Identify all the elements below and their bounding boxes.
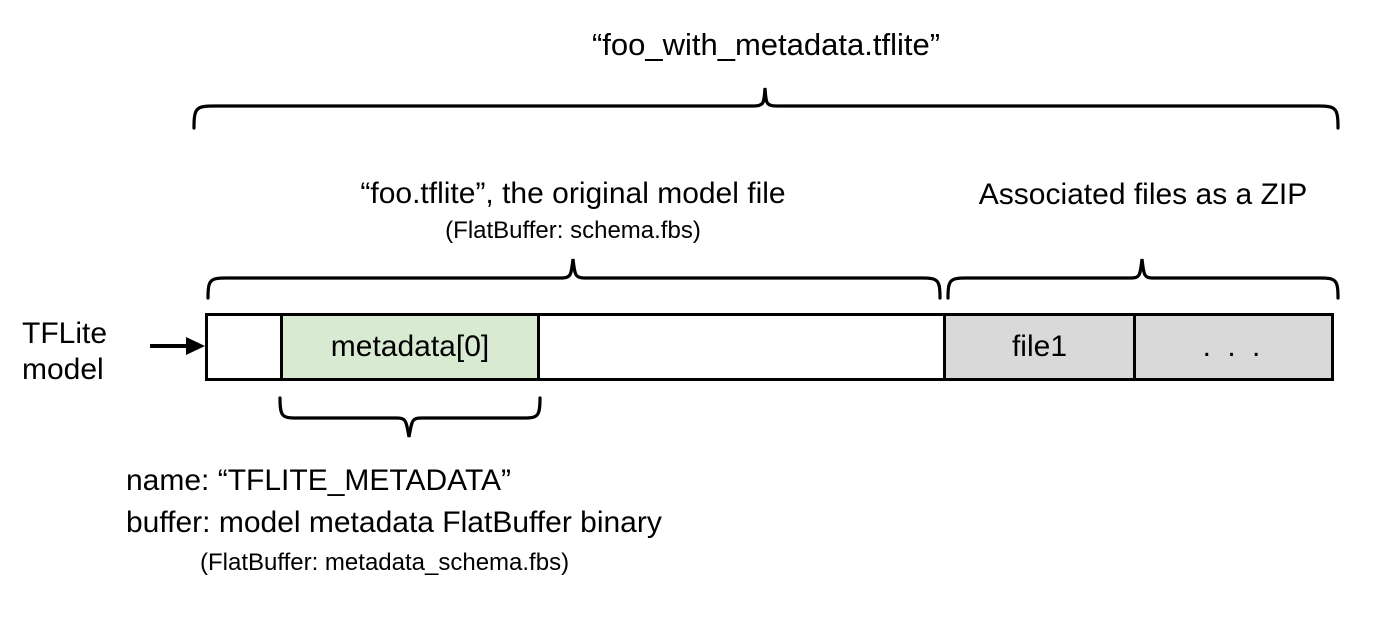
tflite-model-label-line2: model <box>22 353 104 386</box>
original-model-label-line1: “foo.tflite”, the original model file <box>360 177 786 210</box>
metadata-detail-schema: (FlatBuffer: metadata_schema.fbs) <box>200 549 570 576</box>
brace-original-model <box>206 258 942 300</box>
overall-file-title: “foo_with_metadata.tflite” <box>591 27 941 62</box>
metadata-detail-buffer: buffer: model metadata FlatBuffer binary <box>126 506 662 539</box>
bar-cell-file1: file1 <box>943 313 1136 381</box>
brace-associated-files <box>946 258 1340 300</box>
brace-metadata-detail <box>278 396 542 438</box>
bar-cell-metadata: metadata[0] <box>280 313 540 381</box>
bar-cell-header <box>205 313 283 381</box>
metadata-detail-name: name: “TFLITE_METADATA” <box>126 464 512 497</box>
associated-files-label: Associated files as a ZIP <box>978 178 1308 211</box>
bar-cell-metadata-label: metadata[0] <box>330 330 490 363</box>
bar-cell-body <box>537 313 946 381</box>
brace-whole-file <box>192 87 1340 130</box>
original-model-label-line2: (FlatBuffer: schema.fbs) <box>445 217 701 244</box>
bar-cell-file1-label: file1 <box>1011 330 1068 363</box>
bar-cell-ellipsis: . . . <box>1133 313 1334 381</box>
tflite-model-label-line1: TFLite <box>22 317 108 350</box>
bar-cell-ellipsis-label: . . . <box>1202 330 1265 363</box>
